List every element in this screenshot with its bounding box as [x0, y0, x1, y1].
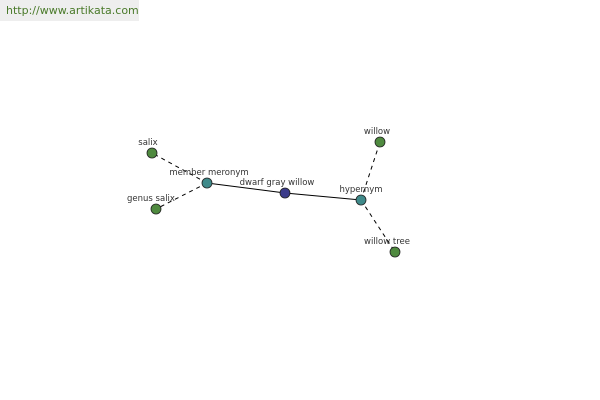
- node-member-meronym[interactable]: [201, 177, 213, 189]
- node-label-genus-salix[interactable]: genus salix: [127, 194, 175, 204]
- node-label-willow[interactable]: willow: [364, 127, 390, 137]
- edge-member-meronym-center: [206, 182, 286, 194]
- node-hypernym[interactable]: [355, 194, 367, 206]
- edge-member-meronym-salix: [151, 152, 208, 184]
- node-label-member-meronym[interactable]: member meronym: [169, 168, 248, 178]
- node-salix[interactable]: [146, 147, 158, 159]
- url-link[interactable]: http://www.artikata.com: [6, 4, 139, 17]
- edge-member-meronym-genus-salix: [155, 182, 208, 210]
- node-label-salix[interactable]: salix: [138, 138, 157, 148]
- nodes-layer: [146, 136, 401, 258]
- edge-center-hypernym: [284, 192, 362, 201]
- edge-hypernym-willow: [360, 141, 381, 201]
- url-bar: http://www.artikata.com: [0, 0, 139, 21]
- node-label-hypernym[interactable]: hypernym: [339, 185, 382, 195]
- edges-layer: [151, 141, 396, 253]
- node-willow[interactable]: [374, 136, 386, 148]
- node-willow-tree[interactable]: [389, 246, 401, 258]
- node-genus-salix[interactable]: [150, 203, 162, 215]
- node-center[interactable]: [279, 187, 291, 199]
- edge-hypernym-willow-tree: [360, 199, 396, 253]
- node-label-center[interactable]: dwarf gray willow: [240, 178, 315, 188]
- node-label-willow-tree[interactable]: willow tree: [364, 237, 410, 247]
